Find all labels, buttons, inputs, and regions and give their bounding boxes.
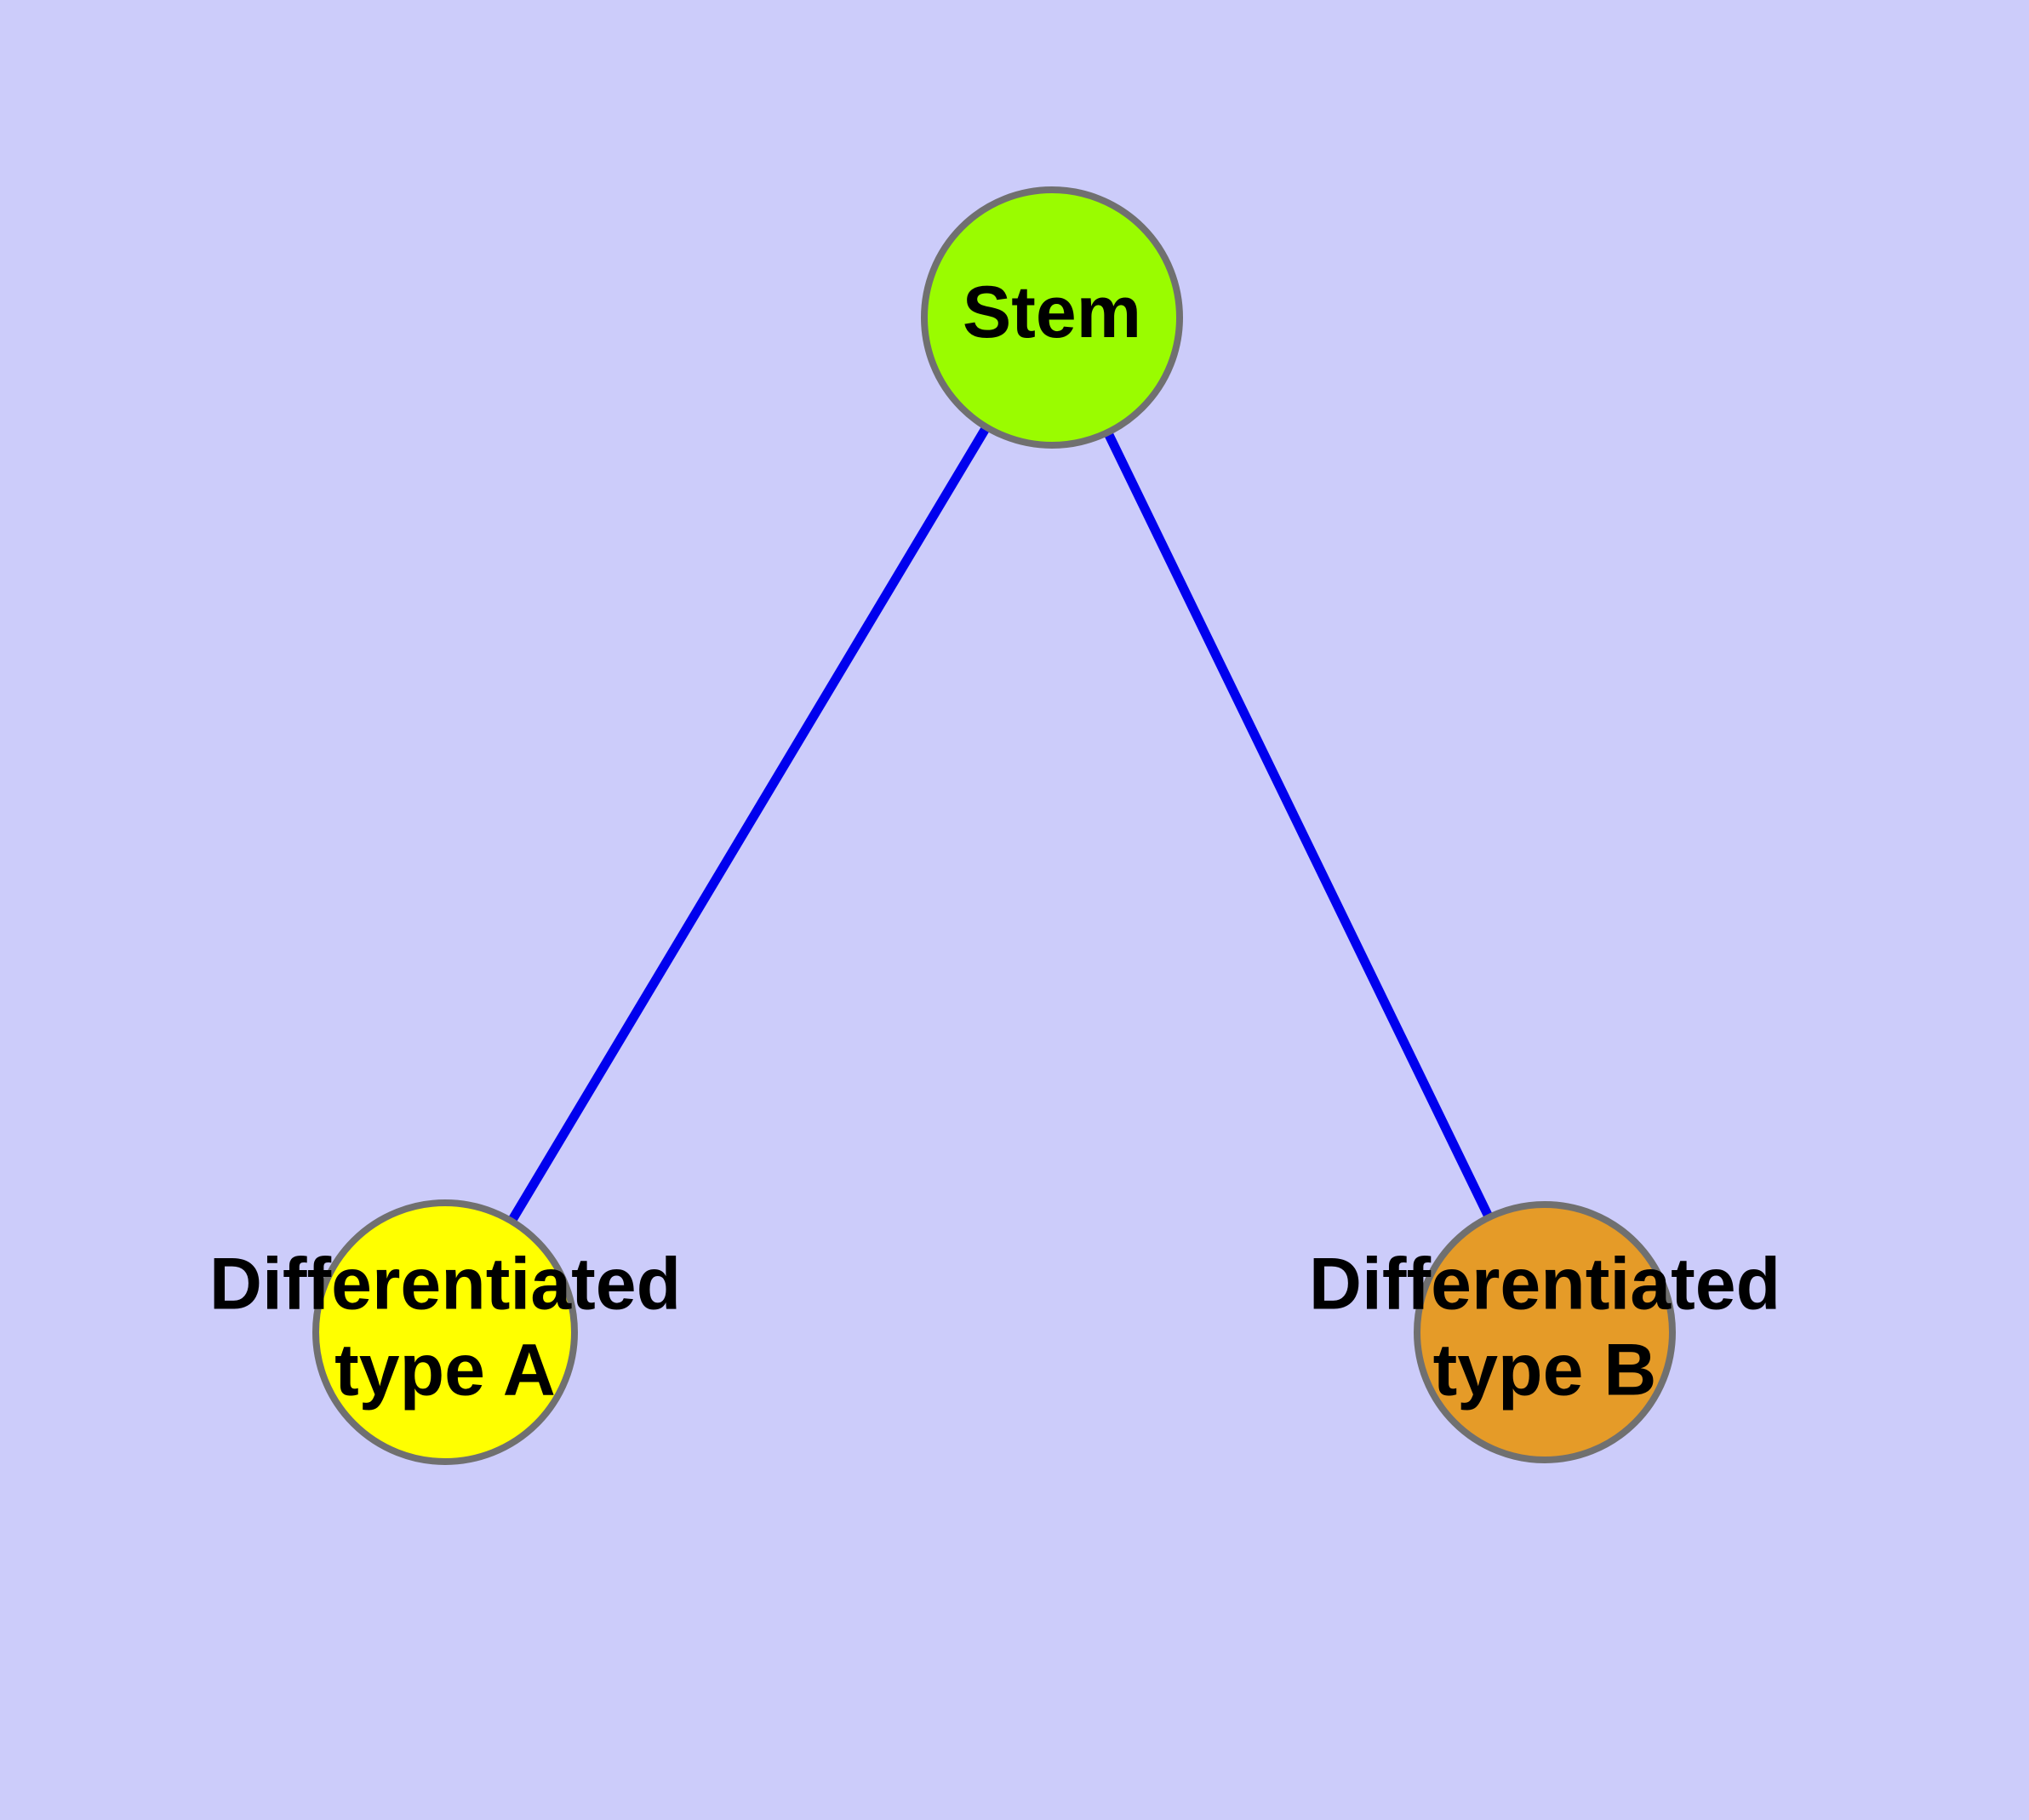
node-circle-diff_a[interactable] <box>312 1199 578 1465</box>
graph-edge-stem-diff_a[interactable] <box>508 426 990 1222</box>
node-circle-diff_b[interactable] <box>1414 1201 1676 1463</box>
node-circle-stem[interactable] <box>921 186 1183 449</box>
edge-layer <box>508 426 1493 1222</box>
node-label-line: type A <box>334 1329 556 1411</box>
node-label-line: Differentiated <box>209 1243 681 1325</box>
node-label-stem: Stem <box>963 272 1141 353</box>
node-label-line: type B <box>1433 1329 1657 1411</box>
graph-node-stem[interactable]: Stem <box>921 186 1183 449</box>
graph-edge-stem-diff_b[interactable] <box>1104 432 1493 1218</box>
node-label-line: Stem <box>963 272 1141 353</box>
node-label-line: Differentiated <box>1309 1243 1780 1325</box>
